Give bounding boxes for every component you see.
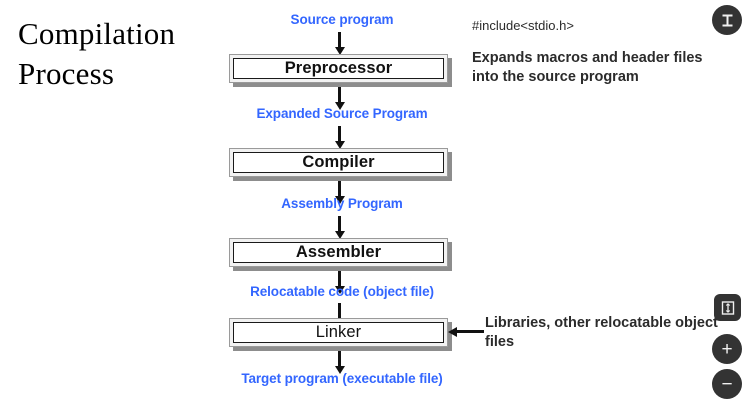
fit-height-icon <box>720 13 735 28</box>
annotation-include-directive: #include<stdio.h> <box>472 18 574 33</box>
stage-label-assembler: Assembler <box>295 243 382 262</box>
stage-box-compiler[interactable]: Compiler <box>229 148 448 177</box>
edge-label-assembly-program: Assembly Program <box>281 196 403 211</box>
arrow-relocatable-to-linker <box>338 303 341 319</box>
stage-label-compiler: Compiler <box>302 153 375 172</box>
annotation-linker-note: Libraries, other relocatable object file… <box>485 315 718 350</box>
stage-label-preprocessor: Preprocessor <box>284 59 393 78</box>
compilation-flowchart: Source program Preprocessor Expanded Sou… <box>229 0 455 406</box>
arrow-libraries-to-linker <box>456 330 484 333</box>
edge-label-source-program: Source program <box>290 12 394 27</box>
minus-icon: − <box>721 373 733 395</box>
arrow-compiler-to-assembly <box>338 181 341 197</box>
stage-box-assembler[interactable]: Assembler <box>229 238 448 267</box>
fit-height-button[interactable] <box>712 5 742 35</box>
arrow-preprocessor-to-expanded <box>338 87 341 103</box>
arrow-expanded-to-compiler <box>338 126 341 142</box>
stage-box-compiler-inner: Compiler <box>233 152 444 173</box>
plus-icon: + <box>721 338 733 360</box>
stage-box-preprocessor[interactable]: Preprocessor <box>229 54 448 83</box>
arrow-linker-to-target <box>338 351 341 367</box>
zoom-out-button[interactable]: − <box>712 369 742 399</box>
page-title-line-1: Compilation <box>18 16 176 51</box>
arrow-assembler-to-relocatable <box>338 271 341 287</box>
page-title: Compilation Process <box>18 14 218 93</box>
vertical-resize-button[interactable] <box>714 294 741 321</box>
stage-label-linker: Linker <box>315 323 362 342</box>
stage-box-linker-inner: Linker <box>233 322 444 343</box>
arrow-assembly-to-assembler <box>338 216 341 232</box>
annotation-preprocessor-note: Expands macros and header files into the… <box>472 50 703 85</box>
vertical-resize-icon <box>721 300 735 315</box>
stage-box-preprocessor-inner: Preprocessor <box>233 58 444 79</box>
stage-box-assembler-inner: Assembler <box>233 242 444 263</box>
stage-box-linker[interactable]: Linker <box>229 318 448 347</box>
edge-label-relocatable-code: Relocatable code (object file) <box>250 284 434 299</box>
page-title-line-2: Process <box>18 55 115 91</box>
edge-label-target-program: Target program (executable file) <box>241 371 443 386</box>
edge-label-expanded-source-program: Expanded Source Program <box>256 106 428 121</box>
arrow-source-to-preprocessor <box>338 32 341 48</box>
zoom-in-button[interactable]: + <box>712 334 742 364</box>
